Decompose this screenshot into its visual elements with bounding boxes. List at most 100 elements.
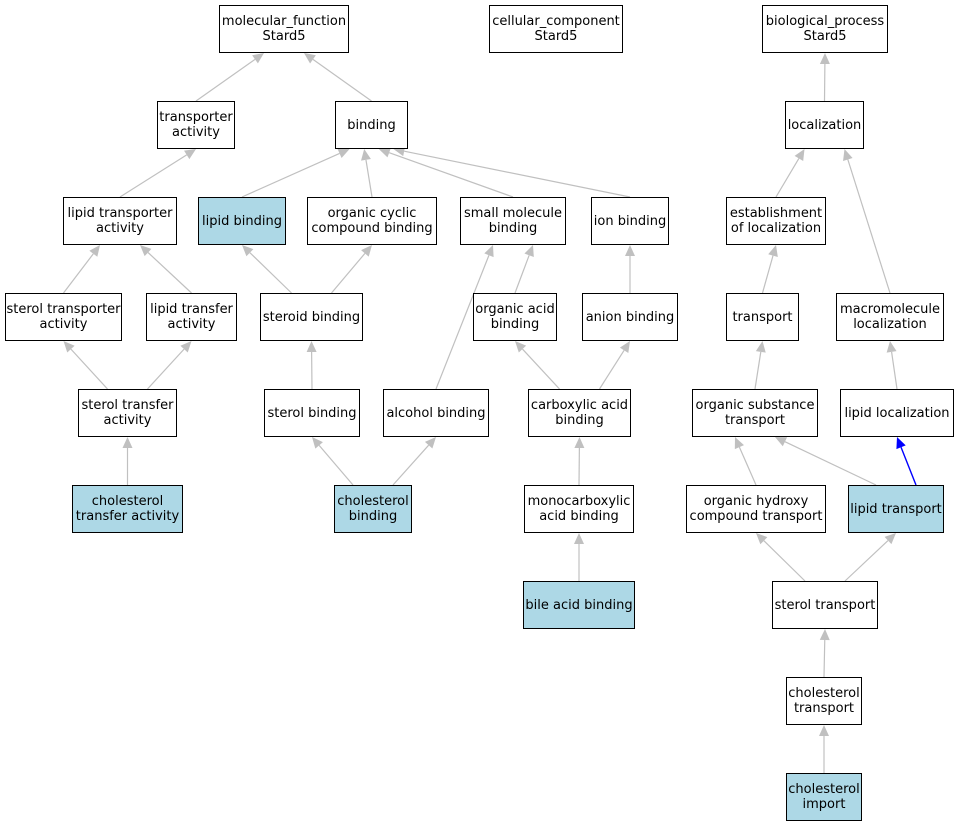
edge-cholesterol-transport-to-sterol-transport bbox=[819, 629, 830, 678]
edge-sterol-binding-to-steroid-binding bbox=[306, 341, 317, 390]
edge-lipid-transfer-activity-to-lipid-transporter-activity bbox=[140, 245, 192, 294]
edge-line bbox=[63, 253, 94, 294]
edge-monocarboxylic-acid-binding-to-carboxylic-acid-binding bbox=[574, 437, 585, 486]
arrowhead-icon bbox=[756, 533, 768, 545]
edge-bile-acid-binding-to-monocarboxylic-acid-binding bbox=[574, 533, 584, 581]
node-small-molecule-binding: small molecule binding bbox=[460, 197, 566, 245]
node-anion-binding: anion binding bbox=[582, 293, 678, 341]
arrowhead-icon bbox=[619, 341, 630, 353]
node-alcohol-binding: alcohol binding bbox=[383, 389, 489, 437]
node-establishment-of-localization: establishment of localization bbox=[726, 197, 826, 245]
edge-cholesterol-binding-to-sterol-binding bbox=[312, 437, 354, 486]
arrowhead-icon bbox=[337, 148, 350, 159]
node-organic-cyclic-compound-binding: organic cyclic compound binding bbox=[307, 197, 437, 245]
edge-sterol-transfer-activity-to-lipid-transfer-activity bbox=[147, 341, 192, 390]
edge-organic-acid-binding-to-small-molecule-binding bbox=[514, 245, 534, 294]
edge-line bbox=[318, 444, 354, 486]
node-lipid-localization: lipid localization bbox=[840, 389, 954, 437]
node-cholesterol-import: cholesterol import bbox=[786, 773, 862, 821]
arrowhead-icon bbox=[884, 533, 896, 545]
arrowhead-icon bbox=[574, 437, 585, 449]
arrowhead-icon bbox=[484, 245, 494, 258]
edge-carboxylic-acid-binding-to-anion-binding bbox=[598, 341, 630, 390]
node-biological-process: biological_process Stard5 bbox=[762, 5, 888, 53]
arrowhead-icon bbox=[515, 341, 527, 353]
arrowhead-icon bbox=[378, 147, 391, 158]
arrowhead-icon bbox=[886, 341, 897, 353]
arrowhead-icon bbox=[734, 437, 744, 450]
edge-line bbox=[900, 446, 917, 486]
node-transporter-activity: transporter activity bbox=[157, 101, 235, 149]
edge-line bbox=[784, 441, 877, 486]
edge-line bbox=[331, 253, 366, 294]
node-macromolecule-localization: macromolecule localization bbox=[836, 293, 944, 341]
edge-alcohol-binding-to-small-molecule-binding bbox=[435, 245, 494, 390]
arrowhead-icon bbox=[312, 437, 323, 449]
arrowhead-icon bbox=[242, 245, 254, 257]
edge-ion-binding-to-binding bbox=[393, 146, 631, 198]
edge-line bbox=[844, 540, 889, 582]
arrowhead-icon bbox=[574, 533, 584, 544]
edge-anion-binding-to-ion-binding bbox=[625, 245, 635, 293]
node-sterol-transporter-activity: sterol transporter activity bbox=[5, 293, 122, 341]
node-cellular-component: cellular_component Stard5 bbox=[489, 5, 623, 53]
edge-line bbox=[147, 252, 192, 294]
node-lipid-transporter-activity: lipid transporter activity bbox=[63, 197, 177, 245]
edge-steroid-binding-to-lipid-binding bbox=[242, 245, 292, 294]
node-organic-hydroxy-compound-transport: organic hydroxy compound transport bbox=[686, 485, 826, 533]
node-organic-acid-binding: organic acid binding bbox=[473, 293, 557, 341]
edge-steroid-binding-to-organic-cyclic-compound-binding bbox=[331, 245, 372, 294]
node-sterol-binding: sterol binding bbox=[264, 389, 360, 437]
arrowhead-icon bbox=[122, 437, 133, 448]
arrowhead-icon bbox=[361, 149, 371, 161]
edge-line bbox=[392, 444, 430, 486]
edge-line bbox=[70, 348, 108, 390]
edge-cholesterol-binding-to-alcohol-binding bbox=[392, 437, 436, 486]
arrowhead-icon bbox=[361, 245, 372, 257]
node-lipid-binding: lipid binding bbox=[198, 197, 286, 245]
arrowhead-icon bbox=[304, 53, 316, 64]
arrowhead-icon bbox=[819, 629, 830, 641]
edge-cholesterol-transfer-activity-to-sterol-transfer-activity bbox=[122, 437, 133, 485]
edge-line bbox=[514, 255, 530, 294]
edge-sterol-transporter-activity-to-lipid-transporter-activity bbox=[63, 245, 100, 294]
edge-line bbox=[241, 152, 340, 198]
node-monocarboxylic-acid-binding: monocarboxylic acid binding bbox=[524, 485, 634, 533]
edge-small-molecule-binding-to-binding bbox=[378, 147, 514, 198]
node-cholesterol-binding: cholesterol binding bbox=[334, 485, 412, 533]
node-bile-acid-binding: bile acid binding bbox=[523, 581, 635, 629]
arrowhead-icon bbox=[140, 245, 152, 257]
edge-line bbox=[312, 58, 372, 102]
edge-line bbox=[195, 58, 256, 102]
arrowhead-icon bbox=[794, 149, 805, 162]
edge-line bbox=[775, 158, 800, 198]
arrowhead-icon bbox=[775, 437, 788, 447]
edge-line bbox=[435, 255, 490, 390]
edge-line bbox=[763, 540, 806, 582]
edge-line bbox=[404, 150, 631, 198]
arrowhead-icon bbox=[184, 149, 196, 160]
edge-line bbox=[738, 446, 757, 486]
node-steroid-binding: steroid binding bbox=[260, 293, 363, 341]
edge-line bbox=[147, 348, 185, 390]
edge-line bbox=[365, 159, 373, 198]
edge-line bbox=[847, 159, 891, 294]
edge-establishment-of-localization-to-localization bbox=[775, 149, 805, 198]
arrowhead-icon bbox=[819, 53, 830, 65]
edge-lipid-localization-to-macromolecule-localization bbox=[886, 341, 898, 390]
node-sterol-transport: sterol transport bbox=[772, 581, 878, 629]
edge-line bbox=[890, 351, 898, 390]
edge-lipid-transport-to-organic-substance-transport bbox=[775, 437, 877, 486]
edge-line bbox=[388, 152, 514, 198]
node-ion-binding: ion binding bbox=[591, 197, 669, 245]
arrowhead-icon bbox=[306, 341, 317, 353]
edge-sterol-transport-to-organic-hydroxy-compound-transport bbox=[756, 533, 806, 582]
edge-line bbox=[754, 351, 762, 390]
arrowhead-icon bbox=[252, 53, 264, 64]
node-binding: binding bbox=[335, 101, 408, 149]
edge-lipid-transporter-activity-to-transporter-activity bbox=[119, 149, 196, 198]
edge-binding-to-molecular-function bbox=[304, 53, 372, 102]
arrowhead-icon bbox=[896, 437, 906, 450]
edge-line bbox=[598, 349, 625, 390]
